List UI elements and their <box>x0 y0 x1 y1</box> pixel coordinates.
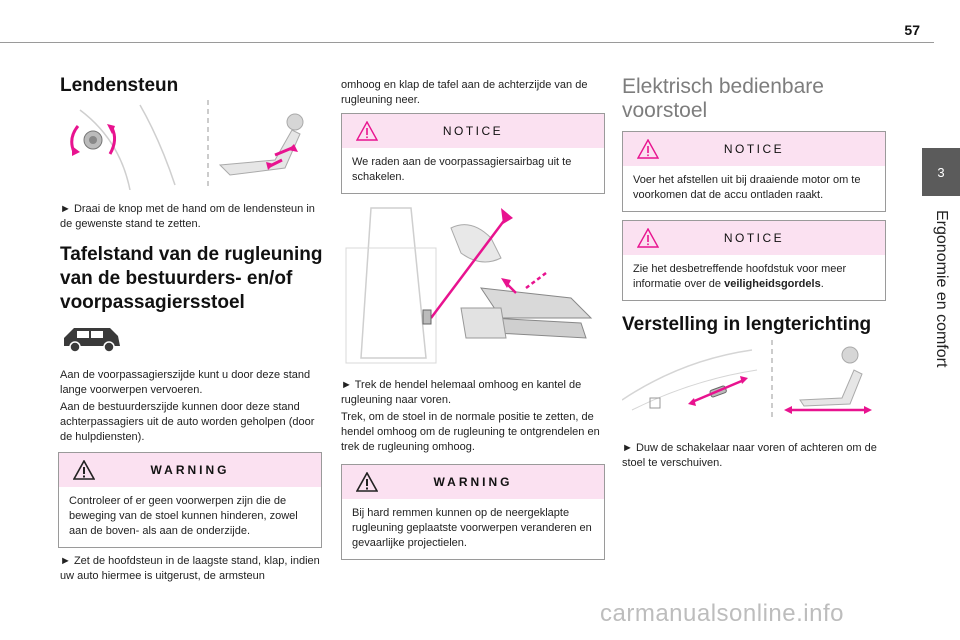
lumbar-illustration <box>60 100 310 190</box>
notice-triangle-icon <box>356 121 378 141</box>
notice-label: NOTICE <box>723 142 785 156</box>
table-text-1: Aan de voorpassagierszijde kunt u door d… <box>60 369 311 396</box>
notice-text: Voer het afstellen uit bij draaiende mot… <box>633 174 861 201</box>
seatbelts-reference[interactable]: veiligheidsgordels <box>724 278 821 290</box>
warning-label: WARNING <box>150 463 230 477</box>
warning-box-2: WARNING Bij hard remmen kunnen op de nee… <box>341 464 605 560</box>
warning-text: Controleer of er geen voorwerpen zijn di… <box>69 495 298 537</box>
table-text-2: Aan de bestuurderszijde kunnen door deze… <box>60 401 315 443</box>
warning-triangle-icon <box>356 472 378 492</box>
notice-box-2-header: NOTICE <box>623 132 885 166</box>
lever-text-2: Trek, om de stoel in de normale positie … <box>341 411 600 453</box>
notice-box-1: NOTICE We raden aan de voorpassagiersair… <box>341 113 605 194</box>
notice-triangle-icon <box>637 139 659 159</box>
notice-triangle-icon <box>637 228 659 248</box>
chapter-title: Ergonomie en comfort <box>933 210 950 368</box>
folding-seat-illustration <box>341 198 603 370</box>
length-adjust-title: Verstelling in lengterichting <box>622 314 872 335</box>
lumbar-text: ► Draai de knop met de hand om de lenden… <box>60 203 315 230</box>
warning-box-1-header: WARNING <box>59 453 321 487</box>
chapter-number: 3 <box>937 164 945 180</box>
notice-text: We raden aan de voorpassagiersairbag uit… <box>352 156 572 183</box>
top-divider <box>0 42 934 43</box>
table-position-title-line2: van de bestuurders- en/of <box>60 268 293 289</box>
lever-text-1: ► Trek de hendel helemaal omhoog en kant… <box>341 379 582 406</box>
warning-box-1: WARNING Controleer of er geen voorwerpen… <box>58 452 322 548</box>
length-adjust-illustration <box>622 340 880 418</box>
notice-label: NOTICE <box>723 231 785 245</box>
warning-triangle-icon <box>73 460 95 480</box>
continue-text: omhoog en klap de tafel aan de achterzij… <box>341 79 588 106</box>
warning-text: Bij hard remmen kunnen op de neergeklapt… <box>352 507 592 549</box>
page-number: 57 <box>904 22 920 38</box>
electric-seat-title-line2: voorstoel <box>622 99 708 122</box>
notice-text-after: . <box>820 278 824 290</box>
notice-box-2: NOTICE Voer het afstellen uit bij draaie… <box>622 131 886 212</box>
warning-label: WARNING <box>433 475 513 489</box>
notice-box-3-header: NOTICE <box>623 221 885 255</box>
notice-text-before: Zie het desbetreffende hoofdstuk voor me… <box>633 263 847 290</box>
length-adjust-text: ► Duw de schakelaar naar voren of achter… <box>622 442 877 469</box>
table-position-title-line1: Tafelstand van de rugleuning <box>60 244 323 265</box>
headrest-text: ► Zet de hoofdsteun in de laagste stand,… <box>60 555 320 582</box>
watermark: carmanualsonline.info <box>600 600 844 627</box>
notice-label: NOTICE <box>442 124 504 138</box>
notice-text: Zie het desbetreffende hoofdstuk voor me… <box>623 255 885 300</box>
car-icon <box>60 322 124 354</box>
notice-box-1-header: NOTICE <box>342 114 604 148</box>
notice-box-3: NOTICE Zie het desbetreffende hoofdstuk … <box>622 220 886 301</box>
warning-box-2-header: WARNING <box>342 465 604 499</box>
chapter-tab[interactable]: 3 <box>922 148 960 196</box>
electric-seat-title-line1: Elektrisch bedienbare <box>622 75 824 98</box>
table-position-title-line3: voorpassagiersstoel <box>60 292 245 313</box>
lumbar-title: Lendensteun <box>60 75 179 96</box>
